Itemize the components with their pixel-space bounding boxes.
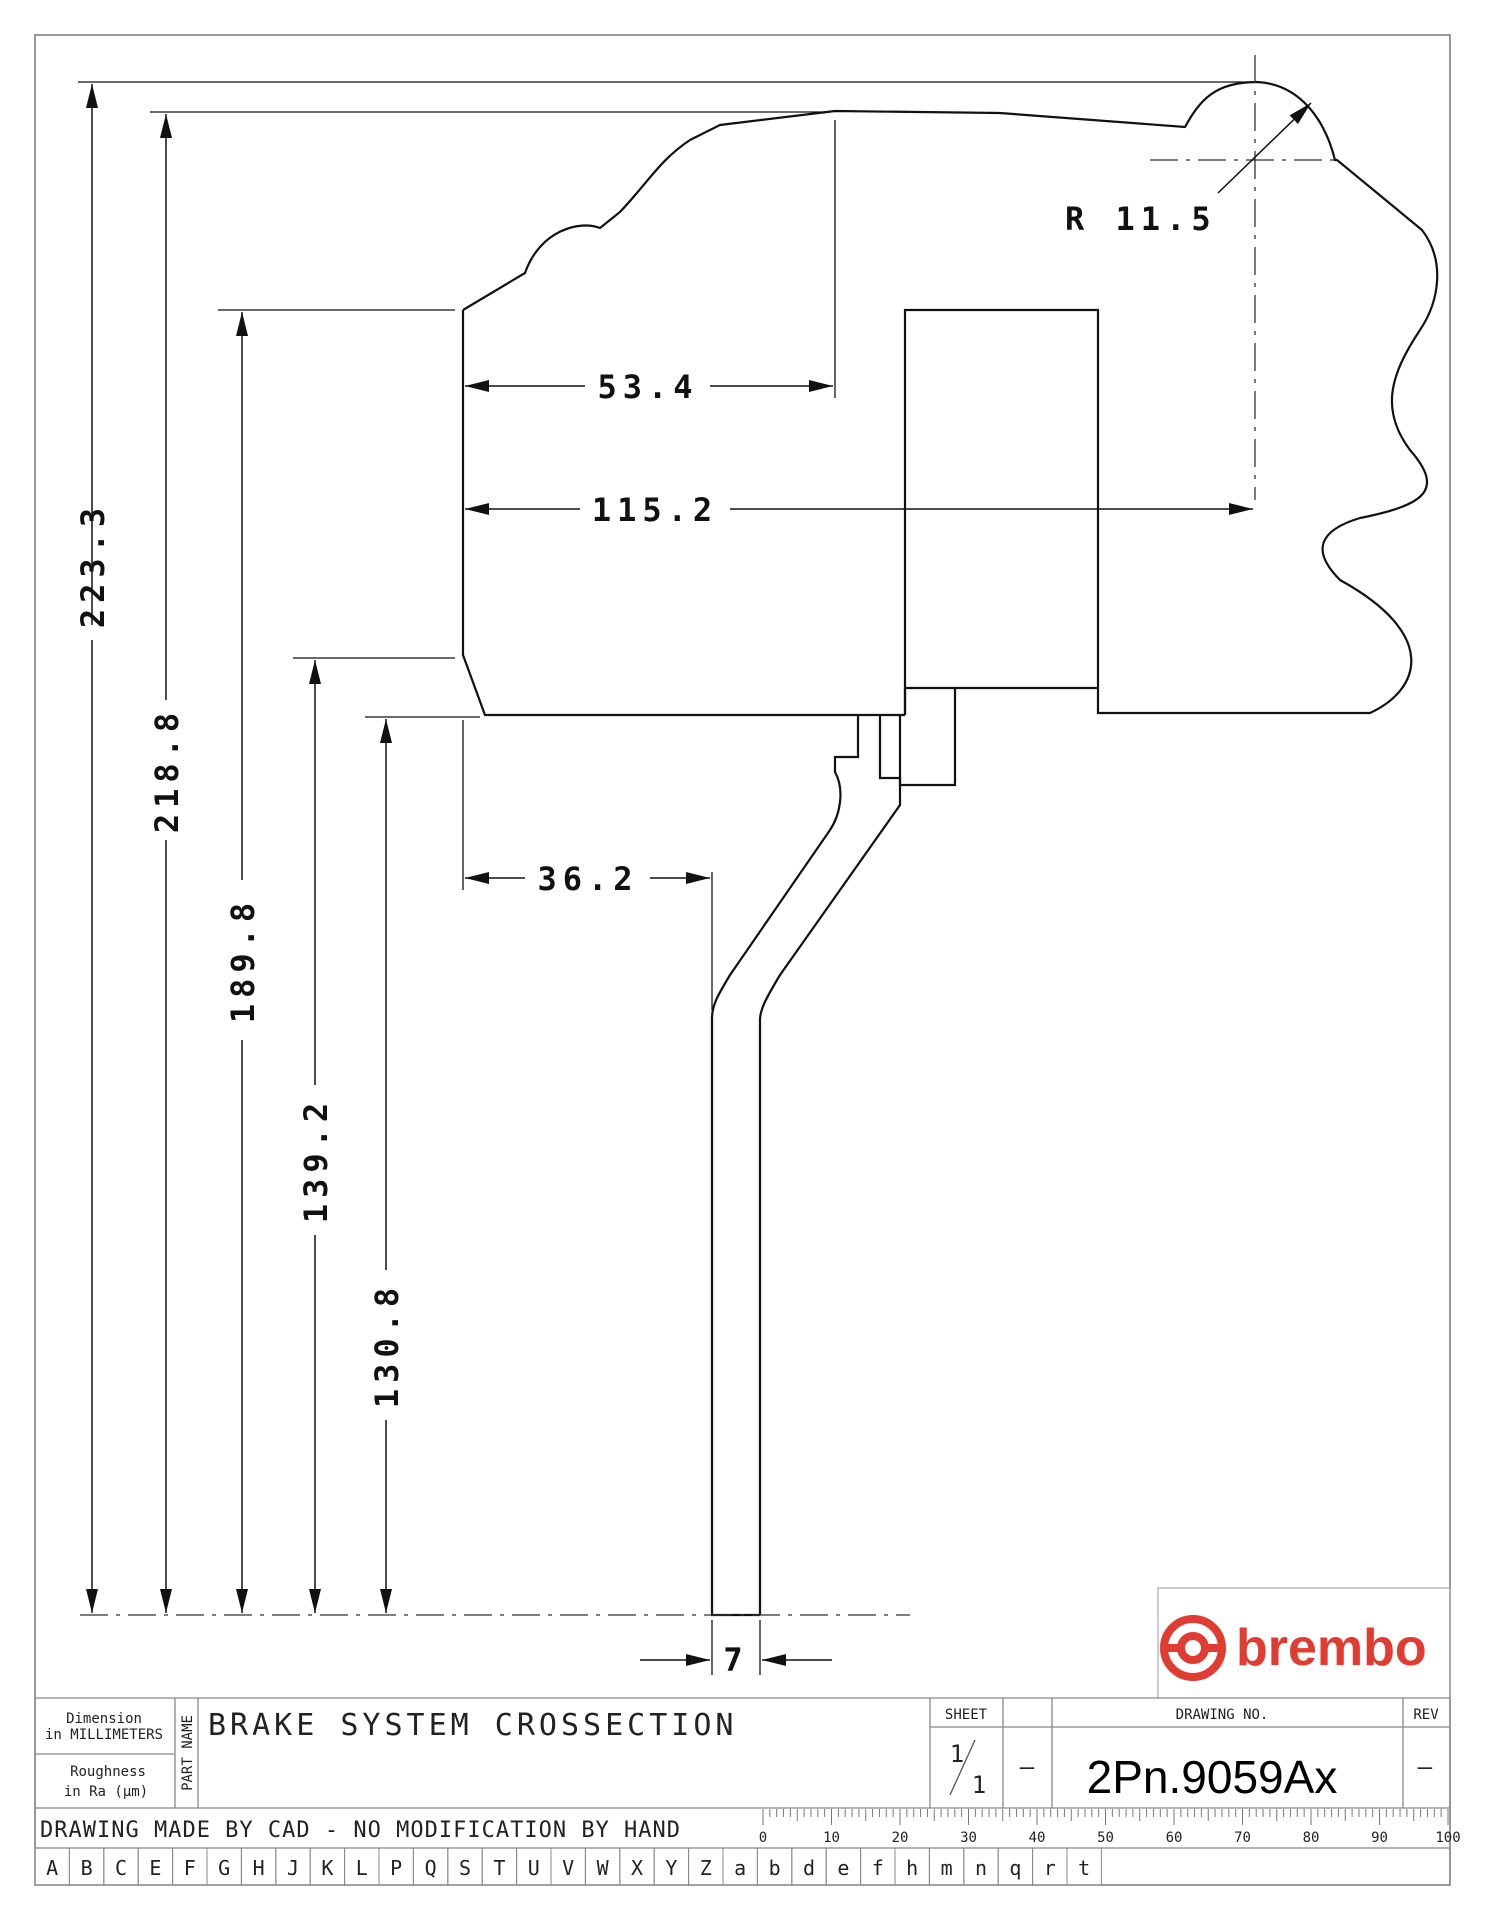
- ruler-label: 90: [1371, 1830, 1388, 1846]
- drawing-number: 2Pn.9059Ax: [1087, 1751, 1338, 1803]
- dim-223: 223.3: [74, 502, 112, 628]
- ruler-label: 70: [1234, 1830, 1251, 1846]
- ruler-label: 10: [823, 1830, 840, 1846]
- dim-7: 7: [723, 1641, 748, 1679]
- rev-label: REV: [1413, 1707, 1439, 1723]
- letter-label: m: [941, 1856, 953, 1880]
- letter-label: F: [184, 1856, 196, 1880]
- dim-139: 139.2: [297, 1097, 335, 1223]
- ruler-label: 20: [892, 1830, 909, 1846]
- dim-189: 189.8: [224, 897, 262, 1023]
- brembo-logo-icon: [1160, 1615, 1226, 1681]
- drawing-no-label: DRAWING NO.: [1176, 1707, 1269, 1723]
- ruler-label: 40: [1029, 1830, 1046, 1846]
- ruler-label: 100: [1435, 1830, 1460, 1846]
- scale-ruler: [762, 1809, 1449, 1825]
- dim-130: 130.8: [368, 1282, 406, 1408]
- letter-label: h: [906, 1856, 918, 1880]
- sheet-number: 1: [950, 1740, 966, 1768]
- center-lines: [80, 55, 1340, 1616]
- letter-label: E: [149, 1856, 161, 1880]
- ruler-label: 30: [960, 1830, 977, 1846]
- letter-label: q: [1009, 1856, 1021, 1880]
- letter-label: K: [321, 1856, 333, 1880]
- letter-label: W: [597, 1856, 610, 1880]
- letter-label: B: [81, 1856, 93, 1880]
- part-name: BRAKE SYSTEM CROSSECTION: [208, 1708, 737, 1743]
- dim-53: 53.4: [597, 368, 698, 406]
- caliper-outline: [461, 80, 1439, 717]
- brake-disc: [710, 715, 902, 1617]
- letter-label: Y: [665, 1856, 677, 1880]
- dim-115: 115.2: [592, 491, 718, 529]
- letter-label: V: [562, 1856, 574, 1880]
- sheet-total: 1: [972, 1771, 988, 1799]
- letter-label: Q: [425, 1856, 437, 1880]
- ruler-label: 50: [1097, 1830, 1114, 1846]
- dim-radius: R 11.5: [1065, 200, 1217, 238]
- letter-label: a: [734, 1856, 746, 1880]
- letter-label: G: [218, 1856, 230, 1880]
- dim-218: 218.8: [148, 707, 186, 833]
- letter-label: n: [975, 1856, 987, 1880]
- brembo-logo-text: brembo: [1236, 1619, 1427, 1677]
- rev-value: —: [1418, 1753, 1434, 1781]
- vertical-dimension-lines: [86, 84, 392, 1613]
- brembo-logo: brembo: [1160, 1615, 1427, 1681]
- letter-label: X: [631, 1856, 643, 1880]
- ruler-label: 0: [759, 1830, 767, 1846]
- pad-carrier: [829, 715, 860, 831]
- letter-label: Z: [700, 1856, 712, 1880]
- sheet-label: SHEET: [945, 1707, 988, 1723]
- dim-36: 36.2: [537, 860, 638, 898]
- letter-label: t: [1078, 1856, 1090, 1880]
- letter-label: r: [1044, 1856, 1056, 1880]
- radius-leader: [1217, 102, 1312, 194]
- sheet-fraction-slash: [949, 1739, 976, 1796]
- letter-label: f: [872, 1856, 884, 1880]
- letter-label: d: [803, 1856, 815, 1880]
- horizontal-dimension-lines: [465, 102, 1312, 1666]
- roughness-label-2: in Ra (µm): [64, 1784, 148, 1800]
- letter-cell: [1066, 1847, 1102, 1886]
- letter-label: S: [459, 1856, 471, 1880]
- letter-label: T: [493, 1856, 505, 1880]
- scale-ruler-labels: 0 10 20 30 40 50 60 70 80 90 100: [759, 1830, 1461, 1846]
- letter-label: U: [528, 1856, 540, 1880]
- letter-label: L: [356, 1856, 368, 1880]
- ruler-label: 60: [1166, 1830, 1183, 1846]
- cad-note: DRAWING MADE BY CAD - NO MODIFICATION BY…: [40, 1818, 681, 1843]
- letter-label: e: [837, 1856, 849, 1880]
- dimension-label-1: Dimension: [66, 1711, 142, 1727]
- part-name-label: PART NAME: [180, 1715, 196, 1791]
- letter-label: P: [390, 1856, 402, 1880]
- letter-label: H: [253, 1856, 265, 1880]
- caliper-step: [898, 686, 1098, 787]
- letter-label: C: [115, 1856, 127, 1880]
- ruler-label: 80: [1303, 1830, 1320, 1846]
- dimension-label-2: in MILLIMETERS: [45, 1727, 163, 1743]
- roughness-label-1: Roughness: [70, 1764, 146, 1780]
- sheet-dash: —: [1020, 1753, 1036, 1781]
- letter-label: J: [287, 1856, 299, 1880]
- cross-section-outline: [461, 80, 1439, 1617]
- letter-label: A: [46, 1856, 58, 1880]
- letter-label: b: [769, 1856, 781, 1880]
- extension-lines: [78, 81, 1250, 1675]
